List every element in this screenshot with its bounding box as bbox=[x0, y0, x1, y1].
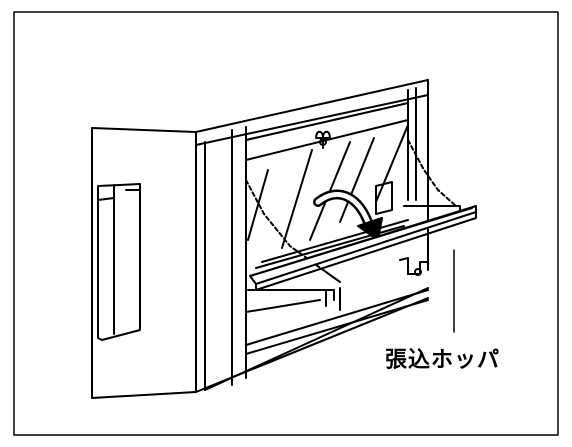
hopper-lid bbox=[249, 205, 477, 291]
hopper-opening bbox=[245, 102, 409, 249]
open-rotation-arrow-icon bbox=[313, 189, 383, 241]
machine-base bbox=[245, 257, 429, 355]
hopper-callout-label: 張込ホッパ bbox=[385, 348, 501, 373]
wing-nut-icon bbox=[315, 130, 331, 149]
outer-border bbox=[13, 11, 559, 436]
machine-side-panel bbox=[91, 127, 197, 399]
machine-front-frame bbox=[195, 79, 429, 393]
side-window bbox=[97, 183, 141, 341]
